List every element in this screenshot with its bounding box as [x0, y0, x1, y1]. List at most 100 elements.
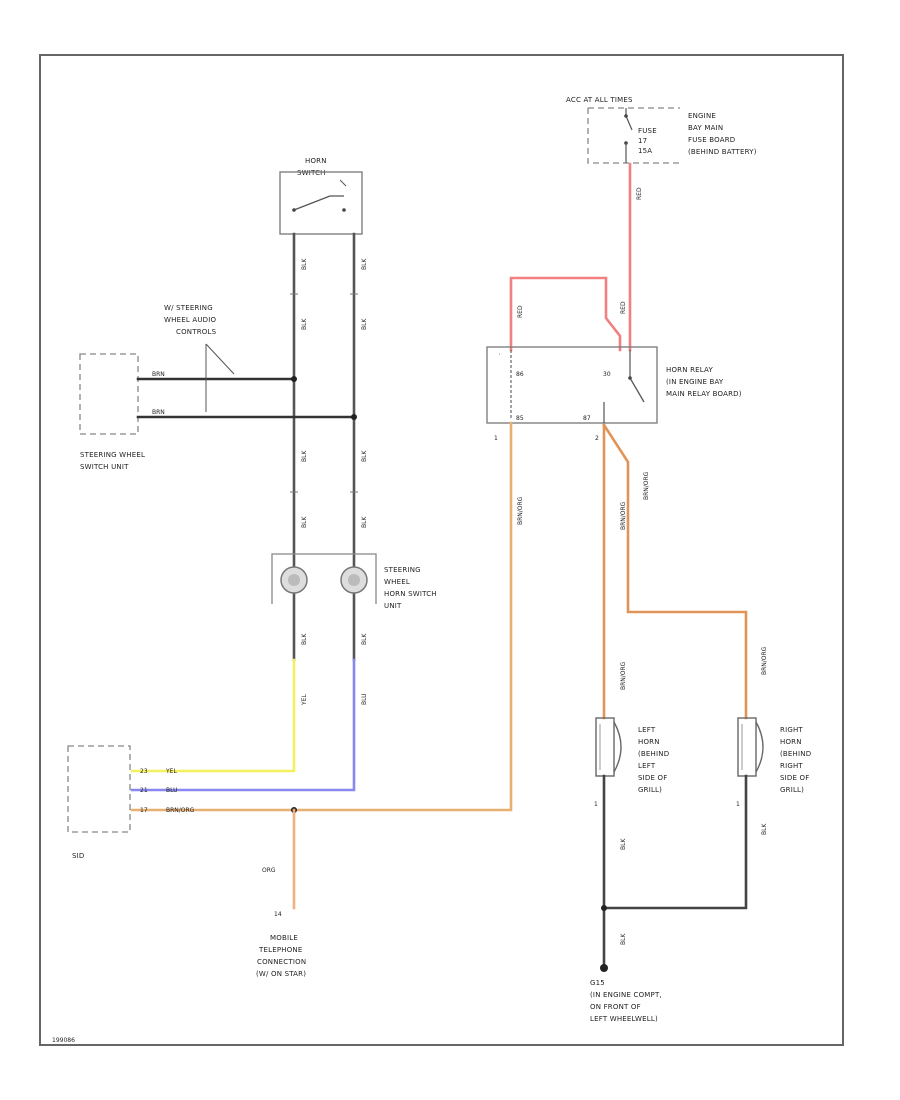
- right-horn-pin: 1: [736, 801, 740, 808]
- horn-relay-label-1: HORN RELAY: [666, 366, 713, 374]
- horn-unit-label-1: STEERING: [384, 566, 421, 574]
- splice-2: [351, 414, 357, 420]
- ground-label-1: G15: [590, 979, 605, 987]
- fuse-label: FUSE: [638, 127, 657, 135]
- blk-label-5: BLK: [301, 450, 308, 462]
- splice-1: [291, 376, 297, 382]
- horn-unit-label-4: UNIT: [384, 602, 402, 610]
- inline-connectors: [290, 293, 358, 493]
- red-wire-label-3: RED: [620, 301, 627, 314]
- right-horn-label-4: RIGHT: [780, 762, 803, 770]
- sid-box: [67, 745, 131, 833]
- blue-wire: [130, 658, 356, 792]
- sid-pin-23-color: YEL: [165, 768, 177, 775]
- right-horn-label-1: RIGHT: [780, 726, 803, 734]
- horn-switch-label2: SWITCH: [297, 169, 326, 177]
- dark-wire-label-1: BRN: [152, 371, 165, 378]
- blu-wire-label: BLU: [361, 693, 368, 705]
- blk-label-10: BLK: [361, 633, 368, 645]
- relay-pin-87: 87: [583, 415, 591, 422]
- right-horn-label-3: (BEHIND: [780, 750, 811, 758]
- left-horn-label-3: (BEHIND: [638, 750, 669, 758]
- figure-id: 199086: [52, 1037, 75, 1044]
- mobile-label-3: CONNECTION: [257, 958, 306, 966]
- brn-org-label-1: BRN/ORG: [517, 496, 524, 525]
- blk-label-4: BLK: [361, 318, 368, 330]
- mobile-label-2: TELEPHONE: [258, 946, 302, 954]
- orange-label-1: BRN/ORG: [620, 501, 627, 530]
- steering-switch-unit-label-1: STEERING WHEEL: [80, 451, 145, 459]
- brn-org-wire-relay-to-sid: [130, 421, 513, 812]
- right-horn-label-6: GRILL): [780, 786, 804, 794]
- yellow-wire: [130, 658, 296, 773]
- sid-pin-21: 21: [140, 787, 148, 794]
- controls-note-3: CONTROLS: [176, 328, 217, 336]
- horn-switch-label: HORN: [305, 157, 327, 165]
- blk-label-8: BLK: [361, 516, 368, 528]
- right-horn-label-2: HORN: [780, 738, 802, 746]
- fuse-number: 17: [638, 137, 647, 145]
- fuse-header-text: ACC AT ALL TIMES: [566, 96, 633, 104]
- orange-label-3: BRN/ORG: [620, 661, 627, 690]
- mobile-label-1: MOBILE: [270, 934, 298, 942]
- left-horn-label-4: LEFT: [638, 762, 656, 770]
- right-horn-label-5: SIDE OF: [780, 774, 809, 782]
- red-wire-relay-loop: [509, 276, 622, 352]
- ground-splice: [601, 905, 607, 911]
- ground-label-3: ON FRONT OF: [590, 1003, 641, 1011]
- horn-unit-label-2: WHEEL: [384, 578, 410, 586]
- blk-label-g1: BLK: [620, 838, 627, 850]
- relay-pin-n1: 1: [494, 435, 498, 442]
- red-wire-label-2: RED: [517, 305, 524, 318]
- relay-pin-30: 30: [603, 371, 611, 378]
- mobile-pin: 14: [274, 911, 282, 918]
- ground-label-4: LEFT WHEELWELL): [590, 1015, 658, 1023]
- fuse-location-line1: ENGINE: [688, 112, 716, 120]
- mobile-label-4: (W/ ON STAR): [256, 970, 306, 978]
- left-horn-pin: 1: [594, 801, 598, 808]
- fuse-icon: [625, 115, 633, 131]
- left-horn-label-1: LEFT: [638, 726, 656, 734]
- blk-label-9: BLK: [301, 633, 308, 645]
- relay-contact-icon: [629, 377, 645, 403]
- blk-label-g2: BLK: [761, 823, 768, 835]
- blk-label-6: BLK: [361, 450, 368, 462]
- ground-icon: [600, 964, 608, 972]
- horn-switch-unit-bracket: [271, 553, 377, 604]
- diagram-frame: [39, 54, 844, 1046]
- fuse-location-line2: BAY MAIN: [688, 124, 723, 132]
- yel-wire-label: YEL: [301, 694, 308, 706]
- blk-label-3: BLK: [301, 318, 308, 330]
- relay-pin-86: 86: [516, 371, 524, 378]
- ground-label-2: (IN ENGINE COMPT,: [590, 991, 662, 999]
- horn-switch-box: [279, 171, 363, 235]
- controls-note-2: WHEEL AUDIO: [164, 316, 217, 324]
- left-horn-label-2: HORN: [638, 738, 660, 746]
- relay-pin-mark: ′: [499, 353, 501, 360]
- horn-relay-label-3: MAIN RELAY BOARD): [666, 390, 742, 398]
- ground-wire-right: [602, 774, 748, 910]
- org-wire-label: ORG: [262, 867, 276, 874]
- red-wire-label-1: RED: [636, 187, 643, 200]
- left-horn-label-6: GRILL): [638, 786, 662, 794]
- blk-label-1: BLK: [301, 258, 308, 270]
- horn-unit-label-3: HORN SWITCH: [384, 590, 437, 598]
- sid-pin-21-color: BLU: [166, 787, 178, 794]
- orange-label-4: BRN/ORG: [761, 646, 768, 675]
- orange-label-2: BRN/ORG: [643, 471, 650, 500]
- sid-pin-23: 23: [140, 768, 148, 775]
- sid-label: SID: [72, 852, 85, 860]
- left-horn-label-5: SIDE OF: [638, 774, 667, 782]
- sid-pin-17-color: BRN/ORG: [166, 807, 195, 814]
- relay-pin-n2: 2: [595, 435, 599, 442]
- orange-wire-right-horn: [602, 423, 748, 720]
- controls-note-1: W/ STEERING: [164, 304, 213, 312]
- horn-relay-label-2: (IN ENGINE BAY: [666, 378, 724, 386]
- left-horn-icon: [595, 717, 622, 777]
- blk-label-7: BLK: [301, 516, 308, 528]
- horn-relay-box: [486, 346, 658, 424]
- fuse-location-line3: FUSE BOARD: [688, 136, 735, 144]
- fuse-rating: 15A: [638, 147, 652, 155]
- sid-pin-17: 17: [140, 807, 148, 814]
